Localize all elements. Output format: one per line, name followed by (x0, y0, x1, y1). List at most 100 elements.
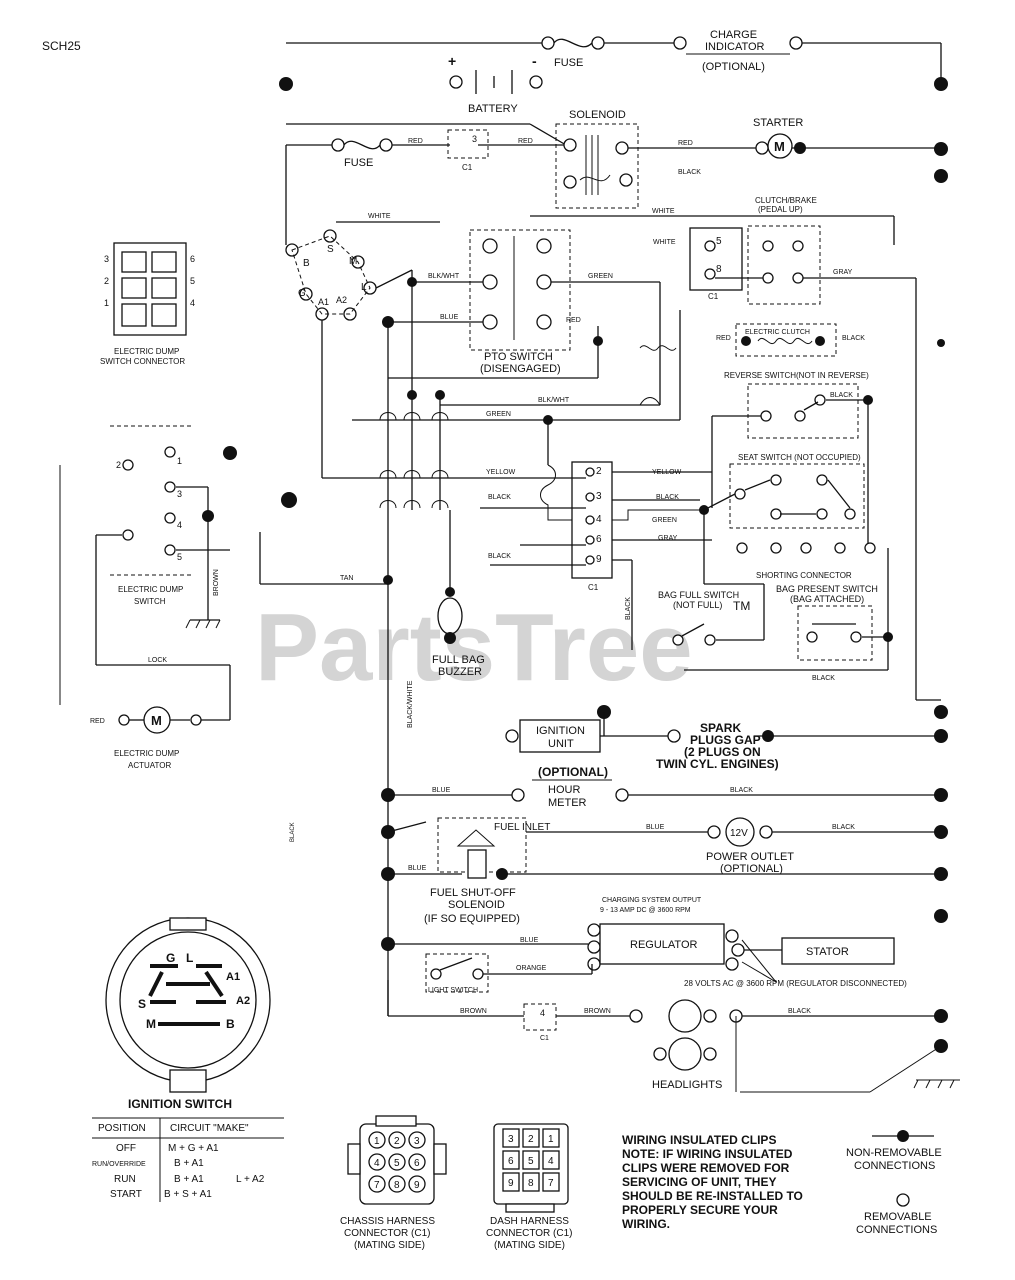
table-header-position: POSITION (98, 1123, 146, 1134)
top-circuit: FUSE CHARGE INDICATOR (OPTIONAL) (286, 29, 948, 91)
dump-conn-pin-4: 4 (190, 298, 195, 308)
ignition-terminals: B M S L G A2 A1 (285, 229, 555, 479)
dump-conn-pin-1: 1 (104, 298, 109, 308)
wire-brown-1: BROWN (460, 1008, 487, 1015)
green-wire: GREEN (352, 310, 704, 521)
fuel-inlet-label: FUEL INLET (494, 822, 550, 833)
c1-small-label: C1 (540, 1035, 549, 1042)
table-row-start-c1: B + S + A1 (164, 1189, 212, 1200)
full-bag-buzzer: FULL BAG BUZZER (432, 510, 485, 678)
stator-label: STATOR (806, 946, 849, 958)
shorting-label: SHORTING CONNECTOR (756, 571, 852, 580)
solenoid-label: SOLENOID (569, 109, 626, 121)
wire-black-c1b: BLACK (656, 494, 679, 501)
term-g: G (298, 288, 306, 299)
note-line-2: NOTE: IF WIRING INSULATED (622, 1147, 793, 1161)
note-line-4: SERVICING OF UNIT, THEY (622, 1175, 776, 1189)
solenoid-starter: SOLENOID M STARTER RED BLACK (286, 109, 948, 209)
term-l: L (361, 282, 367, 293)
buzzer-label-1: FULL BAG (432, 654, 485, 666)
dash-pin-label: 3 (508, 1134, 514, 1145)
c1-pin-4: 4 (596, 514, 602, 525)
table-row-run-pos: RUN (114, 1174, 136, 1185)
table-row-override-c1: B + A1 (174, 1158, 204, 1169)
wire-green-c1: GREEN (652, 517, 677, 524)
clutch-brake: CLUTCH/BRAKE (PEDAL UP) 5 8 C1 WHITE GRA… (653, 196, 917, 305)
table-header-circuit: CIRCUIT "MAKE" (170, 1123, 249, 1134)
actuator-label-2: ACTUATOR (128, 761, 171, 770)
fuse-circuit: 3 C1 FUSE RED RED (285, 129, 564, 245)
hour-label-2: METER (548, 797, 587, 809)
dash-pin-label: 7 (548, 1178, 554, 1189)
term-s: S (327, 244, 334, 255)
spark-label-1: SPARK (700, 721, 741, 735)
pto-label-2: (DISENGAGED) (480, 363, 561, 375)
ign-switch-title: IGNITION SWITCH (128, 1097, 232, 1111)
chassis-pin-socket (408, 1131, 426, 1149)
dash-pin-socket (502, 1128, 520, 1148)
headlights-label: HEADLIGHTS (652, 1079, 722, 1091)
dash-pin-socket (502, 1172, 520, 1192)
battery: + - BATTERY (279, 53, 543, 115)
dump-sw-label-1: ELECTRIC DUMP (118, 585, 183, 594)
reverse-switch: REVERSE SWITCH(NOT IN REVERSE) BLACK BLK… (440, 371, 873, 548)
dash-label-3: (MATING SIDE) (494, 1240, 565, 1251)
wire-blue-fuel: BLUE (408, 865, 427, 872)
ignition-table: POSITION CIRCUIT "MAKE" OFF M + G + A1 R… (92, 1117, 284, 1202)
elec-clutch-label: ELECTRIC CLUTCH (745, 329, 810, 336)
pto-switch: BLK/WHT BLUE GREEN RED PTO SWITCH (DISEN… (382, 229, 661, 405)
clutch-pin5: 5 (716, 236, 722, 247)
chassis-pin-label: 2 (394, 1136, 400, 1147)
c1-small-pin: 4 (540, 1008, 545, 1018)
dump-sw-label-2: SWITCH (134, 597, 166, 606)
outlet-label-1: POWER OUTLET (706, 851, 794, 863)
bag-full-label-2: (NOT FULL) (673, 600, 722, 610)
c1-pin-6: 6 (596, 534, 602, 545)
wire-gray-clutch: GRAY (833, 269, 853, 276)
battery-label: BATTERY (468, 103, 518, 115)
wire-black-c1c: BLACK (488, 553, 511, 560)
chassis-pin-socket (368, 1175, 386, 1193)
wire-black-starter: BLACK (678, 169, 701, 176)
dump-switch-connector: 3 2 1 6 5 4 ELECTRIC DUMP SWITCH CONNECT… (100, 242, 195, 366)
buzzer-label-2: BUZZER (438, 666, 482, 678)
chassis-pin-label: 4 (374, 1158, 380, 1169)
bag-switches: BAG FULL SWITCH (NOT FULL) BAG PRESENT S… (658, 300, 941, 701)
note-line-6: PROPERLY SECURE YOUR (622, 1203, 778, 1217)
chassis-pin-label: 1 (374, 1136, 380, 1147)
hour-meter: (OPTIONAL) HOUR METER BLUE BLACK (388, 765, 948, 809)
note-line-3: CLIPS WERE REMOVED FOR (622, 1161, 790, 1175)
term-b: B (303, 258, 310, 269)
charge-label-1: CHARGE (710, 29, 757, 41)
reverse-label: REVERSE SWITCH(NOT IN REVERSE) (724, 371, 869, 380)
regulator-label: REGULATOR (630, 939, 697, 951)
ign-term-a2: A2 (236, 995, 250, 1007)
diagram-id: SCH25 (42, 39, 81, 53)
charge-label-3: (OPTIONAL) (702, 61, 765, 73)
dash-pin-socket (522, 1150, 540, 1170)
wire-black-vert: BLACK (625, 597, 632, 620)
chassis-pin-label: 3 (414, 1136, 420, 1147)
wire-gray-c1: GRAY (658, 535, 678, 542)
bag-full-label-1: BAG FULL SWITCH (658, 590, 739, 600)
bag-present-label-1: BAG PRESENT SWITCH (776, 584, 878, 594)
term-a2: A2 (336, 295, 347, 305)
pto-label-1: PTO SWITCH (484, 351, 553, 363)
dash-pin-label: 8 (528, 1178, 534, 1189)
chassis-pin-label: 5 (394, 1158, 400, 1169)
wire-black-outlet: BLACK (832, 824, 855, 831)
chassis-pin-socket (408, 1153, 426, 1171)
c1-pin-2: 2 (596, 466, 602, 477)
electric-clutch: ELECTRIC CLUTCH RED BLACK (639, 323, 945, 357)
table-row-start-pos: START (110, 1189, 142, 1200)
wire-red-fuse: RED (408, 138, 423, 145)
dash-pin-socket (522, 1172, 540, 1192)
battery-plus: + (448, 53, 456, 69)
ignition-switch-diagram: G L A1 S A2 M B IGNITION SWITCH (105, 917, 271, 1111)
dump-sw-pin-3: 3 (177, 489, 182, 499)
light-switch-label: LIGHT SWITCH (428, 987, 478, 994)
dash-label-1: DASH HARNESS (490, 1216, 569, 1227)
